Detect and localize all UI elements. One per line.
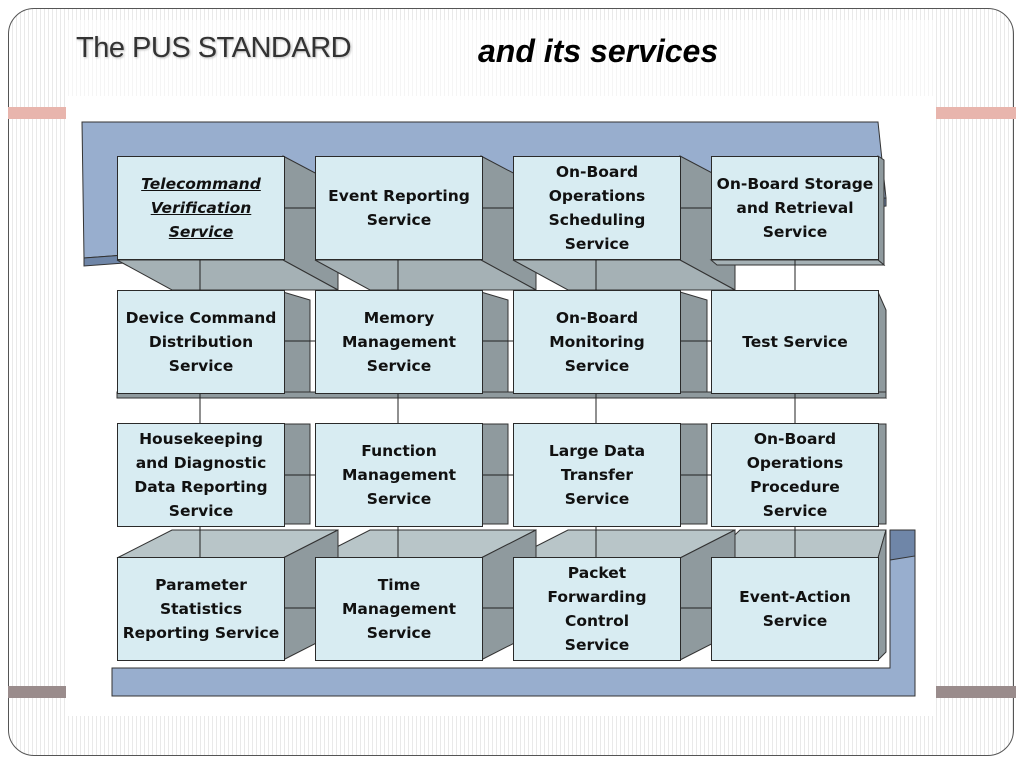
accent-bar-bottom-right: [936, 686, 1016, 698]
bottom-layer-plate-top: [889, 529, 916, 561]
service-label: Device Command Distribution Service: [125, 309, 277, 375]
service-box-onboard-monitoring: On-Board Monitoring Service: [513, 290, 681, 394]
slide-title: The PUS STANDARD: [76, 32, 352, 64]
service-box-time-management: Time Management Service: [315, 557, 483, 661]
accent-bar-top-left: [8, 107, 66, 119]
service-box-function-management: Function Management Service: [315, 423, 483, 527]
service-label: On-Board Operations Scheduling Service: [548, 163, 646, 253]
service-label: Telecommand Verification Service: [141, 175, 261, 241]
service-label: Memory Management Service: [341, 309, 457, 375]
service-box-memory-management: Memory Management Service: [315, 290, 483, 394]
row1-bottom-faces: [116, 259, 886, 291]
service-label: Test Service: [742, 333, 848, 351]
service-label: Function Management Service: [341, 442, 457, 508]
service-box-telecommand-verification: Telecommand Verification Service: [117, 156, 285, 260]
connector-lines: [199, 207, 796, 609]
service-label: On-Board Monitoring Service: [549, 309, 645, 375]
row3-depth: [282, 423, 887, 525]
service-box-event-reporting: Event Reporting Service: [315, 156, 483, 260]
service-label: Large Data Transfer Service: [548, 442, 646, 508]
service-box-parameter-statistics-reporting: Parameter Statistics Reporting Service: [117, 557, 285, 661]
slide-subtitle: and its services: [478, 33, 719, 69]
service-box-onboard-operations-procedure: On-Board Operations Procedure Service: [711, 423, 879, 527]
accent-bar-top-right: [936, 107, 1016, 119]
service-label: Parameter Statistics Reporting Service: [122, 576, 280, 642]
service-box-onboard-operations-scheduling: On-Board Operations Scheduling Service: [513, 156, 681, 260]
service-label: Time Management Service: [341, 576, 457, 642]
service-box-device-command-distribution: Device Command Distribution Service: [117, 290, 285, 394]
service-box-onboard-storage-retrieval: On-Board Storage and Retrieval Service: [711, 156, 879, 260]
service-box-large-data-transfer: Large Data Transfer Service: [513, 423, 681, 527]
title-area: [66, 20, 936, 96]
service-box-test: Test Service: [711, 290, 879, 394]
service-label: Packet Forwarding Control Service: [547, 564, 647, 654]
service-label: On-Board Operations Procedure Service: [746, 430, 844, 520]
row4-top-faces: [116, 529, 887, 559]
service-label: Housekeeping and Diagnostic Data Reporti…: [134, 430, 268, 520]
service-label: On-Board Storage and Retrieval Service: [716, 175, 874, 241]
row2-depth: [116, 291, 887, 399]
service-box-housekeeping-diagnostic: Housekeeping and Diagnostic Data Reporti…: [117, 423, 285, 527]
service-box-packet-forwarding-control: Packet Forwarding Control Service: [513, 557, 681, 661]
service-label: Event Reporting Service: [328, 187, 470, 229]
service-label: Event-Action Service: [739, 588, 851, 630]
service-box-event-action: Event-Action Service: [711, 557, 879, 661]
accent-bar-bottom-left: [8, 686, 66, 698]
